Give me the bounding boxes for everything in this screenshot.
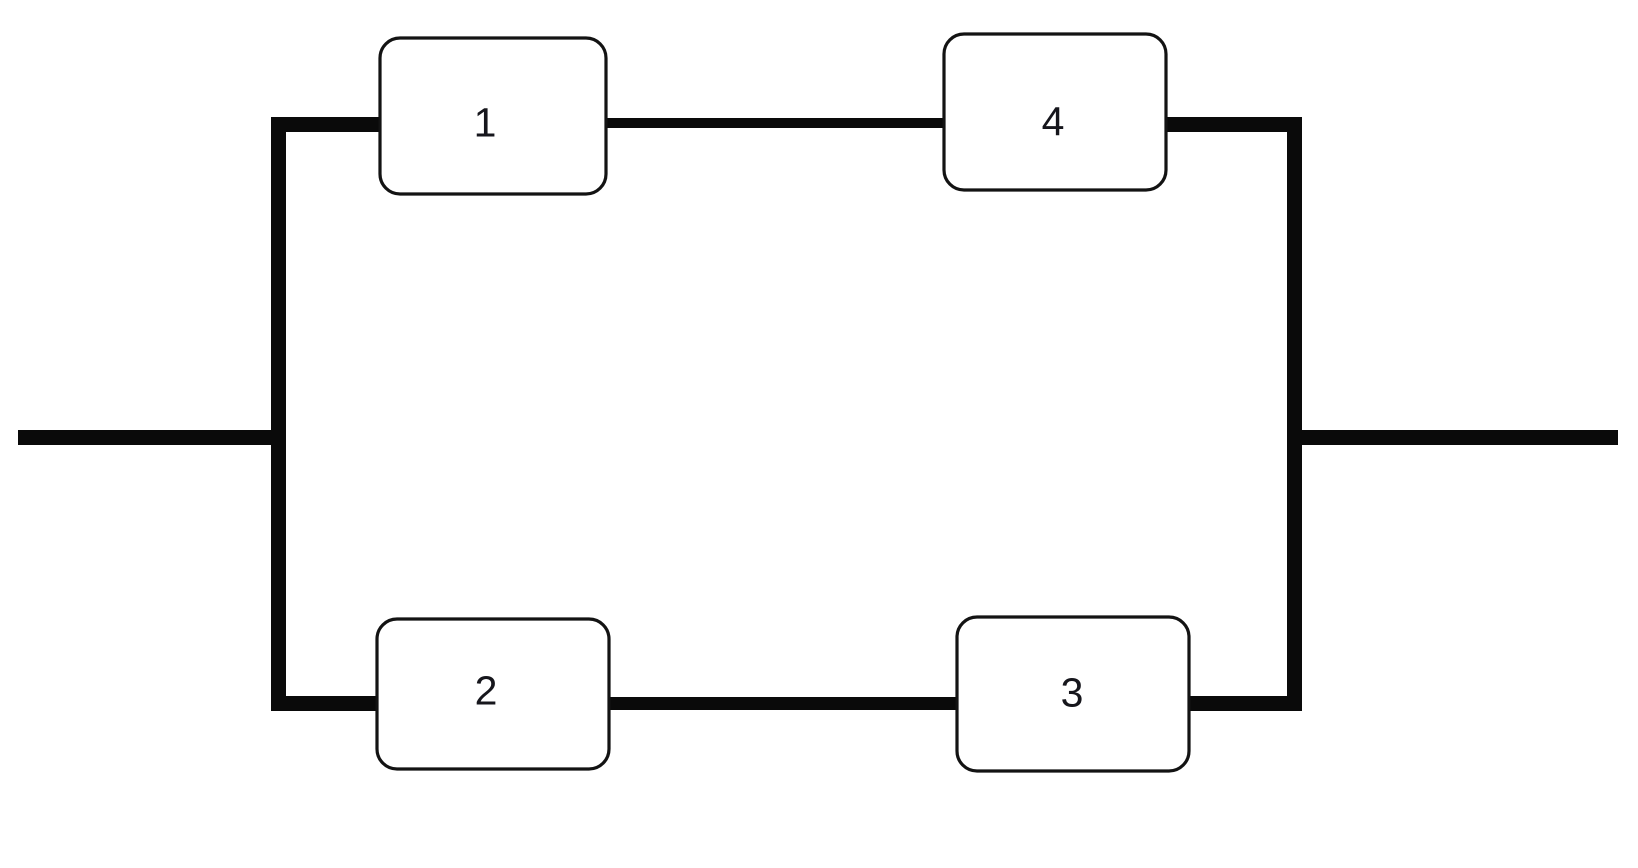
block-3[interactable]: [955, 615, 1191, 773]
wire-bottom-block3-to-right-bus: [1184, 696, 1302, 711]
wire-right-bus: [1287, 117, 1302, 711]
wire-input-stub: [18, 430, 286, 445]
wire-left-bus: [271, 117, 286, 711]
block-2[interactable]: [375, 617, 611, 771]
wire-bottom-block2-to-block3: [603, 697, 963, 710]
wire-top-block1-to-block4: [600, 118, 950, 128]
block-1[interactable]: [378, 36, 608, 196]
wire-left-top-branch: [271, 117, 395, 132]
block-4[interactable]: [942, 32, 1168, 192]
wire-layer: [18, 117, 1618, 711]
wire-left-bottom-branch: [271, 696, 387, 711]
block-layer: [375, 32, 1191, 773]
wire-output-stub: [1287, 430, 1618, 445]
wire-top-block4-to-right-bus: [1160, 117, 1302, 132]
